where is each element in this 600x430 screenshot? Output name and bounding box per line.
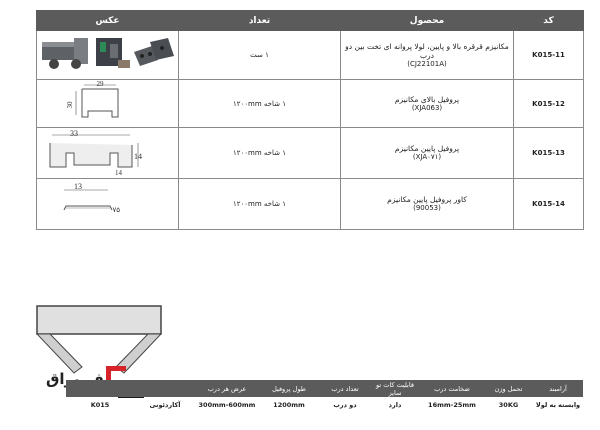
header-code: کد (513, 10, 584, 31)
spec-value: 16mm-25mm (428, 401, 476, 409)
product-cell: مکانیزم قرقره بالا و پایین، لولا پروانه … (340, 30, 514, 80)
code-cell: K015-13 (513, 127, 584, 179)
qty-cell: ۱ شاخه ۱۲۰۰mm (178, 178, 341, 230)
product-image-cell: 29 30 (36, 79, 179, 128)
dim-height: ۷۵ (112, 206, 120, 214)
product-cell: پروفیل بالای مکانیزم (XJA063) (340, 79, 514, 128)
product-model: (CJ22101A) (407, 59, 447, 68)
spec-value: وابسته به لولا (535, 401, 581, 409)
dim-width: 29 (96, 81, 104, 88)
spec-header: تعداد درب (320, 380, 370, 397)
product-name: مکانیزم قرقره بالا و پایین، لولا پروانه … (345, 41, 509, 60)
spec-value: دو درب (333, 401, 357, 409)
code-cell: K015-12 (513, 79, 584, 128)
spec-value: آکاردئونی (149, 401, 181, 409)
product-model: (XJA۰۷۱) (412, 153, 442, 161)
dim-width: 13 (74, 182, 82, 191)
bottom-profile-drawing: 33 14 14 (49, 129, 142, 177)
product-name: پروفیل پایین مکانیزم (394, 144, 460, 153)
product-model: (XJA063) (411, 103, 443, 112)
parts-header-row: عکس تعداد محصول کد (36, 10, 584, 31)
dim-bottom: 14 (115, 169, 123, 177)
code-cell: K015-11 (513, 30, 584, 80)
roller-mechanism-image (41, 38, 174, 69)
product-cell: کاور پروفیل پایین مکانیزم (90053) (340, 178, 514, 230)
header-product: محصول (340, 10, 514, 31)
qty-cell: ۱ شاخه ۱۲۰۰mm (178, 127, 341, 179)
spec-header: ضخامت درب (420, 380, 484, 397)
spec-value: دارد (388, 401, 402, 409)
dim-width: 33 (70, 129, 78, 138)
dim-height: 30 (66, 101, 74, 109)
qty-cell: ۱ ست (178, 30, 341, 80)
profile-cover-drawing: 13 ۷۵ (63, 182, 120, 214)
spec-value-row: K015 آکاردئونی 300mm-600mm 1200mm دو درب دارد… (66, 397, 583, 413)
top-profile-drawing: 29 30 (66, 81, 118, 118)
spec-value: 300mm-600mm (198, 401, 256, 409)
spec-header: آرامبند (533, 380, 583, 397)
spec-header: طول پروفیل (258, 380, 320, 397)
product-image-cell: 33 14 14 (36, 127, 179, 179)
qty-cell: ۱ شاخه ۱۲۰۰mm (178, 79, 341, 128)
spec-header (66, 380, 134, 397)
spec-header (134, 380, 196, 397)
product-name: کاور پروفیل پایین مکانیزم (387, 195, 467, 204)
product-cell: پروفیل پایین مکانیزم (XJA۰۷۱) (340, 127, 514, 179)
spec-header: عرض هر درب (196, 380, 258, 397)
spec-value: 30KG (498, 401, 519, 409)
code-cell: K015-14 (513, 178, 584, 230)
folding-door-diagram (36, 305, 162, 374)
product-image-cell (36, 30, 179, 80)
product-model: (90053) (413, 204, 441, 212)
header-image: عکس (36, 10, 179, 31)
spec-header: قابلیت کات تو سایز (370, 380, 420, 397)
product-image-cell: 13 ۷۵ (36, 178, 179, 230)
product-name: پروفیل بالای مکانیزم (394, 94, 460, 104)
table-row: 33 14 14 ۱ شاخه ۱۲۰۰mm پروفیل پایین مکان… (36, 127, 584, 179)
table-row: 29 30 ۱ شاخه ۱۲۰۰mm پروفیل بالای مکانیزم… (36, 79, 584, 128)
spec-header: تحمل وزن (484, 380, 533, 397)
parts-table: عکس تعداد محصول کد (36, 10, 584, 230)
header-qty: تعداد (178, 10, 341, 31)
table-row: ۱ ست مکانیزم قرقره بالا و پایین، لولا پر… (36, 30, 584, 80)
spec-value: K015 (90, 401, 110, 409)
table-row: 13 ۷۵ ۱ شاخه ۱۲۰۰mm کاور پروفیل پایین مک… (36, 178, 584, 230)
dim-height: 14 (134, 152, 142, 161)
spec-value: 1200mm (273, 401, 305, 409)
